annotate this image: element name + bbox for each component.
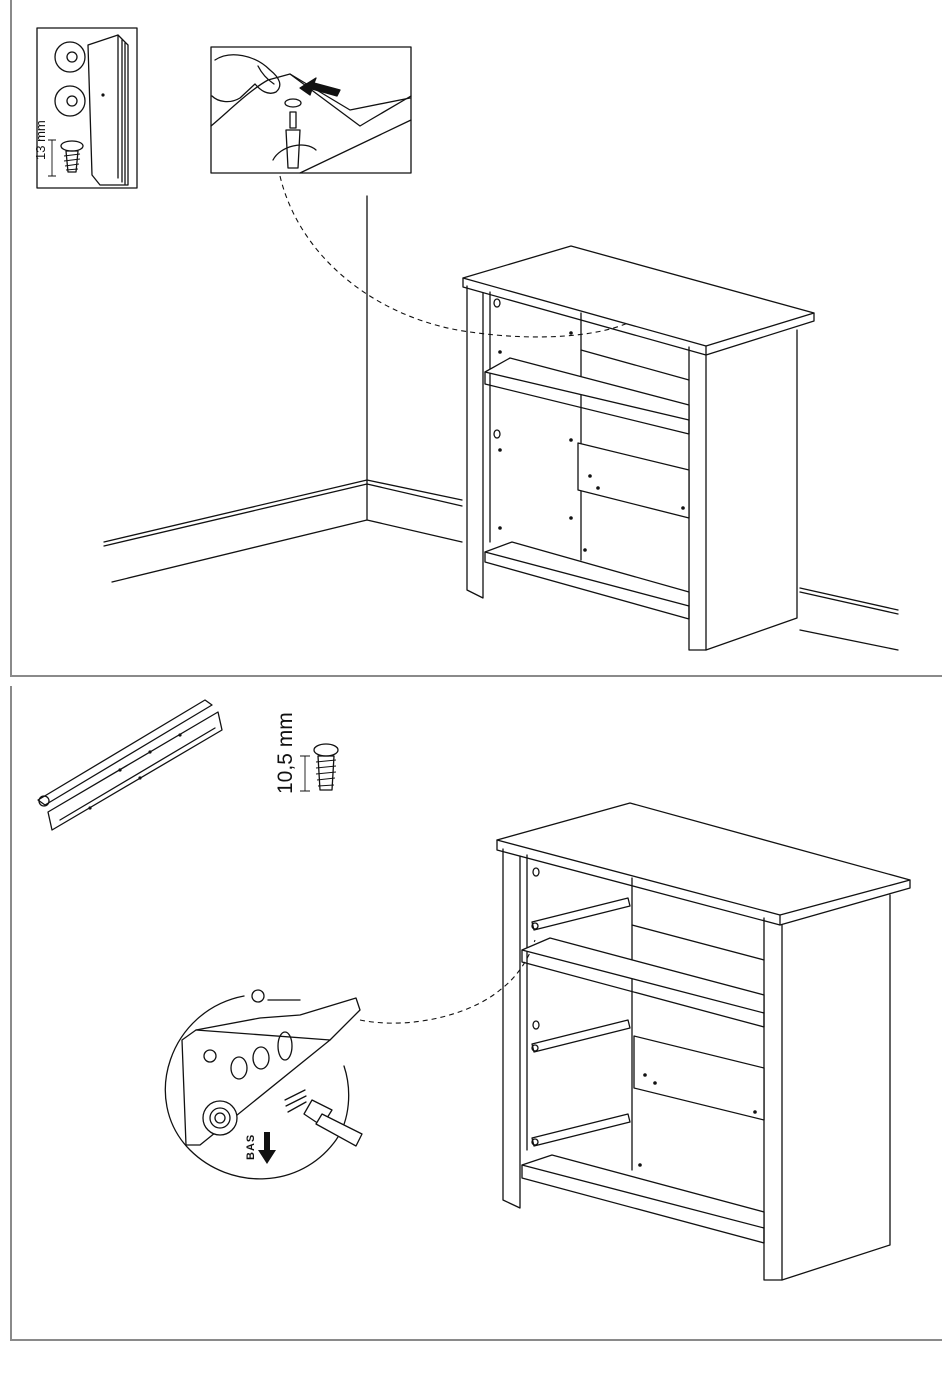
felt-pad-sheet-icon (88, 35, 128, 185)
room-corner-top (104, 196, 898, 650)
step-panel-drawer-runners (10, 686, 942, 1341)
parts-box-top (37, 28, 137, 188)
direction-label: BAS (245, 1134, 257, 1160)
screw-icon (48, 140, 83, 176)
detail-box-top (211, 47, 411, 173)
euro-screw-length-label: 10,5 mm (274, 712, 298, 794)
felt-pad-icon (55, 42, 85, 116)
screw-length-label: 13 mm (33, 120, 48, 160)
cabinet-frame-top (463, 246, 814, 650)
